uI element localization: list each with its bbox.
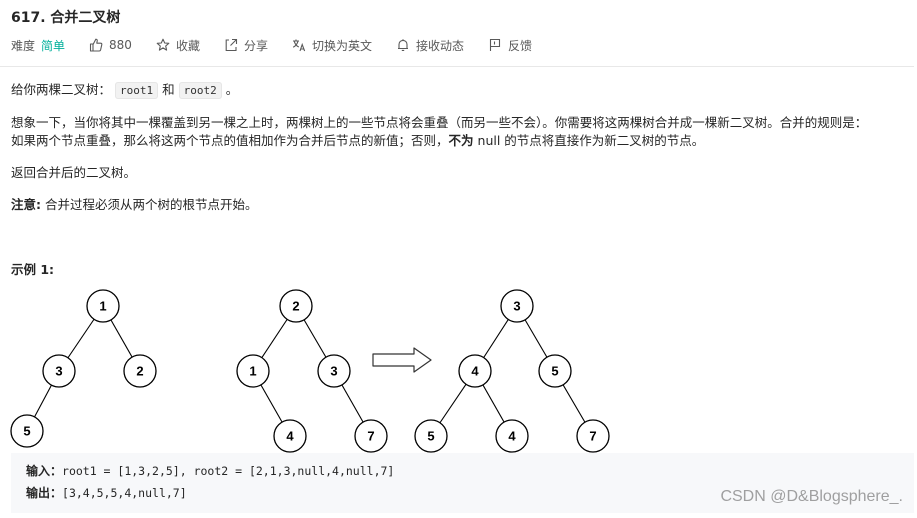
share-label: 分享 [243,38,268,53]
input-label: 输入： [26,464,63,478]
subscribe-label: 接收动态 [415,38,464,53]
svg-text:3: 3 [513,299,520,314]
translate-icon [292,38,306,52]
rule-text-b: null 的节点将直接作为新二叉树的节点。 [477,133,705,148]
input-line: 输入：root1 = [1,3,2,5], root2 = [2,1,3,nul… [26,462,394,479]
tree2-node: 1 [236,354,270,388]
intro-end: 。 [225,82,239,97]
tree1-node: 5 [10,414,44,448]
svg-text:7: 7 [589,429,596,444]
svg-text:1: 1 [99,299,106,314]
root1-code: root1 [115,82,159,99]
subscribe-button[interactable]: 接收动态 [396,37,464,54]
note-paragraph: 注意: 合并过程必须从两个树的根节点开始。 [11,196,258,214]
svg-text:4: 4 [286,429,294,444]
svg-text:7: 7 [367,429,374,444]
merge-arrow-icon [372,347,432,373]
flag-icon [488,38,502,52]
feedback-label: 反馈 [508,38,533,53]
merged-node: 5 [538,354,572,388]
rule-text-bold: 不为 [448,133,474,148]
like-button[interactable]: 880 [89,38,132,52]
like-count: 880 [109,38,132,52]
note-label: 注意: [11,197,41,212]
thumbs-up-icon [89,38,103,52]
tree1-node: 3 [42,354,76,388]
problem-toolbar: 难度 简单 880 收藏 分享 切换为英文 接收动态 反馈 [11,36,556,54]
svg-text:3: 3 [55,364,62,379]
favorite-label: 收藏 [175,38,200,53]
return-paragraph: 返回合并后的二叉树。 [11,165,137,180]
input-value: root1 = [1,3,2,5], root2 = [2,1,3,null,4… [62,464,395,478]
intro-text: 给你两棵二叉树： [11,82,112,97]
translate-button[interactable]: 切换为英文 [292,37,372,54]
tree1-node: 1 [86,289,120,323]
example-title: 示例 1: [11,262,55,277]
output-label: 输出： [26,486,63,500]
svg-text:2: 2 [292,299,299,314]
svg-text:5: 5 [551,364,558,379]
csdn-watermark: CSDN @D&Blogsphere_. [720,488,903,505]
svg-text:4: 4 [471,364,479,379]
tree2-node: 2 [279,289,313,323]
merged-node: 4 [458,354,492,388]
example-tree-diagram: 1 3 2 5 2 1 3 4 7 3 4 5 5 4 7 [10,289,610,453]
difficulty-badge: 简单 [41,38,66,53]
problem-title: 617. 合并二叉树 [11,10,121,26]
root2-code: root2 [178,82,222,99]
svg-text:3: 3 [330,364,337,379]
share-icon [224,38,238,52]
svg-text:1: 1 [249,364,256,379]
tree2-node: 7 [354,419,388,453]
output-line: 输出：[3,4,5,5,4,null,7] [26,484,187,501]
svg-text:4: 4 [508,429,516,444]
note-text: 合并过程必须从两个树的根节点开始。 [44,197,258,212]
merged-node: 7 [576,419,610,453]
svg-text:5: 5 [427,429,434,444]
star-icon [156,38,170,52]
share-button[interactable]: 分享 [224,37,268,54]
svg-text:2: 2 [136,364,143,379]
rule-line-1: 想象一下，当你将其中一棵覆盖到另一棵之上时，两棵树上的一些节点将会重叠（而另一些… [11,115,868,130]
example-code-block: 输入：root1 = [1,3,2,5], root2 = [2,1,3,nul… [11,453,914,513]
tree1-node: 2 [123,354,157,388]
merged-node: 4 [495,419,529,453]
bell-icon [396,38,410,52]
difficulty-label: 难度 [11,38,36,53]
intro-paragraph: 给你两棵二叉树： root1 和 root2 。 [11,81,238,100]
header-divider [0,66,914,67]
tree2-edges [252,305,372,437]
tree2-node: 3 [317,354,351,388]
feedback-button[interactable]: 反馈 [488,37,532,54]
output-value: [3,4,5,5,4,null,7] [62,486,187,500]
svg-text:5: 5 [23,424,30,439]
rule-text-a: 如果两个节点重叠，那么将这两个节点的值相加作为合并后节点的新值；否则， [11,133,449,148]
merged-node: 3 [500,289,534,323]
merged-node: 5 [414,419,448,453]
tree2-node: 4 [273,419,307,453]
favorite-button[interactable]: 收藏 [156,37,200,54]
rule-line-2: 如果两个节点重叠，那么将这两个节点的值相加作为合并后节点的新值；否则，不为 nu… [11,132,704,150]
intro-and: 和 [162,82,175,97]
translate-label: 切换为英文 [311,38,372,53]
